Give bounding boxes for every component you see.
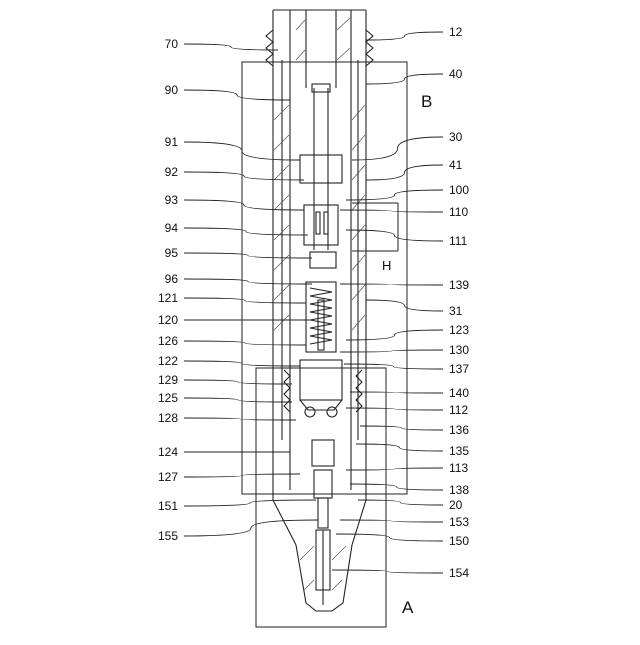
reference-numeral: 135 [449, 444, 469, 458]
reference-numeral: 123 [449, 323, 469, 337]
reference-numeral: 138 [449, 483, 469, 497]
leader-line [360, 426, 443, 430]
leader-line [340, 520, 443, 522]
leader-line [184, 398, 292, 402]
reference-numeral: 139 [449, 278, 469, 292]
leader-line [358, 500, 443, 505]
leader-line [346, 408, 443, 410]
region-a-label: A [402, 598, 414, 617]
reference-numeral: 30 [449, 130, 463, 144]
reference-numeral: 100 [449, 183, 469, 197]
reference-numeral: 125 [158, 391, 178, 405]
leader-line [184, 253, 312, 258]
reference-numeral: 93 [165, 193, 179, 207]
reference-numeral: 110 [449, 205, 468, 219]
leader-line [366, 32, 443, 40]
leader-line [340, 350, 443, 352]
reference-numeral: 31 [449, 304, 463, 318]
reference-numeral: 127 [158, 470, 178, 484]
leader-line [350, 392, 443, 393]
leader-line [346, 190, 443, 200]
leader-line [184, 200, 304, 210]
leader-line [184, 172, 304, 180]
leader-line [346, 468, 443, 470]
dimension-h-label: H [382, 258, 391, 273]
reference-numeral: 151 [158, 499, 178, 513]
leader-line [184, 500, 316, 506]
reference-numeral: 95 [165, 246, 179, 260]
reference-numeral: 124 [158, 445, 178, 459]
leader-line [184, 298, 306, 303]
reference-numeral: 128 [158, 411, 178, 425]
reference-numeral: 111 [449, 234, 468, 248]
reference-numeral: 136 [449, 423, 469, 437]
leader-line [184, 341, 306, 345]
leader-line [366, 165, 443, 180]
reference-numeral: 129 [158, 373, 178, 387]
reference-numeral: 153 [449, 515, 469, 529]
reference-numeral: 155 [158, 529, 178, 543]
reference-numeral: 96 [165, 272, 179, 286]
leader-line [346, 230, 443, 241]
reference-numeral: 130 [449, 343, 469, 357]
leader-line [184, 279, 312, 284]
reference-numeral: 140 [449, 386, 469, 400]
leader-line [350, 484, 443, 490]
reference-numeral: 121 [158, 291, 178, 305]
leader-line [340, 284, 443, 285]
leader-line [356, 444, 443, 451]
reference-numeral: 112 [449, 403, 468, 417]
leader-line [184, 90, 290, 100]
reference-numeral: 91 [165, 135, 179, 149]
leader-line [184, 520, 318, 536]
leader-line [336, 534, 443, 541]
reference-numeral: 150 [449, 534, 469, 548]
leader-line [366, 74, 443, 84]
region-b-box [242, 62, 407, 494]
leader-line [340, 210, 443, 212]
reference-numeral: 41 [449, 158, 463, 172]
reference-numeral: 113 [449, 461, 468, 475]
reference-numeral: 70 [165, 37, 179, 51]
reference-numeral: 20 [449, 498, 463, 512]
reference-numeral: 94 [165, 221, 179, 235]
leader-line [184, 228, 308, 235]
reference-numeral: 120 [158, 313, 178, 327]
reference-numeral: 90 [165, 83, 179, 97]
reference-numeral: 92 [165, 165, 179, 179]
reference-numeral: 40 [449, 67, 463, 81]
leader-line [184, 44, 278, 50]
reference-numeral: 137 [449, 362, 469, 376]
leader-line [184, 380, 292, 384]
reference-numeral: 122 [158, 354, 178, 368]
reference-numeral: 12 [449, 25, 463, 39]
leader-line [332, 570, 443, 573]
region-b-label: B [421, 92, 432, 111]
reference-numeral: 126 [158, 334, 178, 348]
reference-numeral: 154 [449, 566, 469, 580]
leader-line [184, 418, 296, 420]
leader-line [366, 300, 443, 311]
leader-line [346, 330, 443, 340]
